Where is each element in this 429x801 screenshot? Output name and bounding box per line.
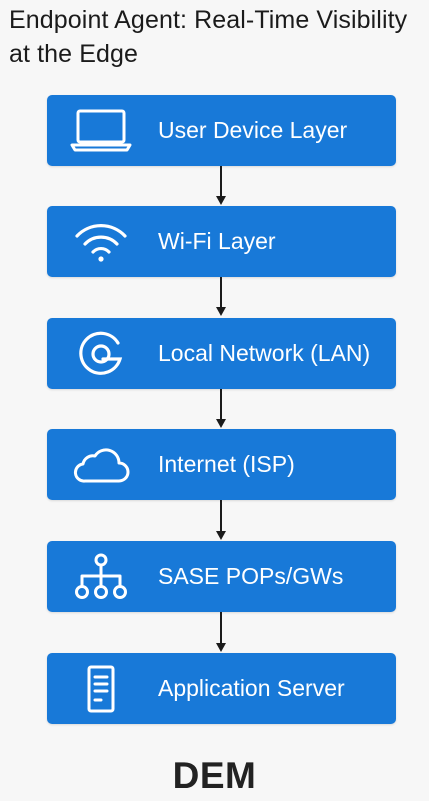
arrow-connector	[216, 389, 226, 428]
arrow-connector	[216, 277, 226, 316]
footer-label: DEM	[172, 755, 257, 796]
layer-label: Local Network (LAN)	[158, 340, 371, 366]
layer-label: User Device Layer	[158, 117, 348, 143]
layer-label: Wi-Fi Layer	[158, 228, 276, 254]
layer-label: Internet (ISP)	[158, 451, 295, 477]
layer-internet: Internet (ISP)	[47, 429, 396, 500]
hierarchy-icon	[67, 541, 135, 612]
laptop-icon	[67, 95, 135, 166]
arrow-connector	[216, 166, 226, 205]
server-icon	[67, 653, 135, 724]
arrow-connector	[216, 500, 226, 540]
wifi-icon	[67, 206, 135, 277]
arrow-connector	[216, 612, 226, 652]
cloud-icon	[67, 429, 135, 500]
layer-wifi: Wi-Fi Layer	[47, 206, 396, 277]
layer-local-network: Local Network (LAN)	[47, 318, 396, 389]
layer-user-device: User Device Layer	[47, 95, 396, 166]
network-icon	[67, 318, 135, 389]
layer-sase: SASE POPs/GWs	[47, 541, 396, 612]
layer-label: Application Server	[158, 675, 345, 701]
layer-application-server: Application Server	[47, 653, 396, 724]
diagram-title: Endpoint Agent: Real-Time Visibility at …	[9, 6, 408, 68]
layer-label: SASE POPs/GWs	[158, 563, 344, 589]
